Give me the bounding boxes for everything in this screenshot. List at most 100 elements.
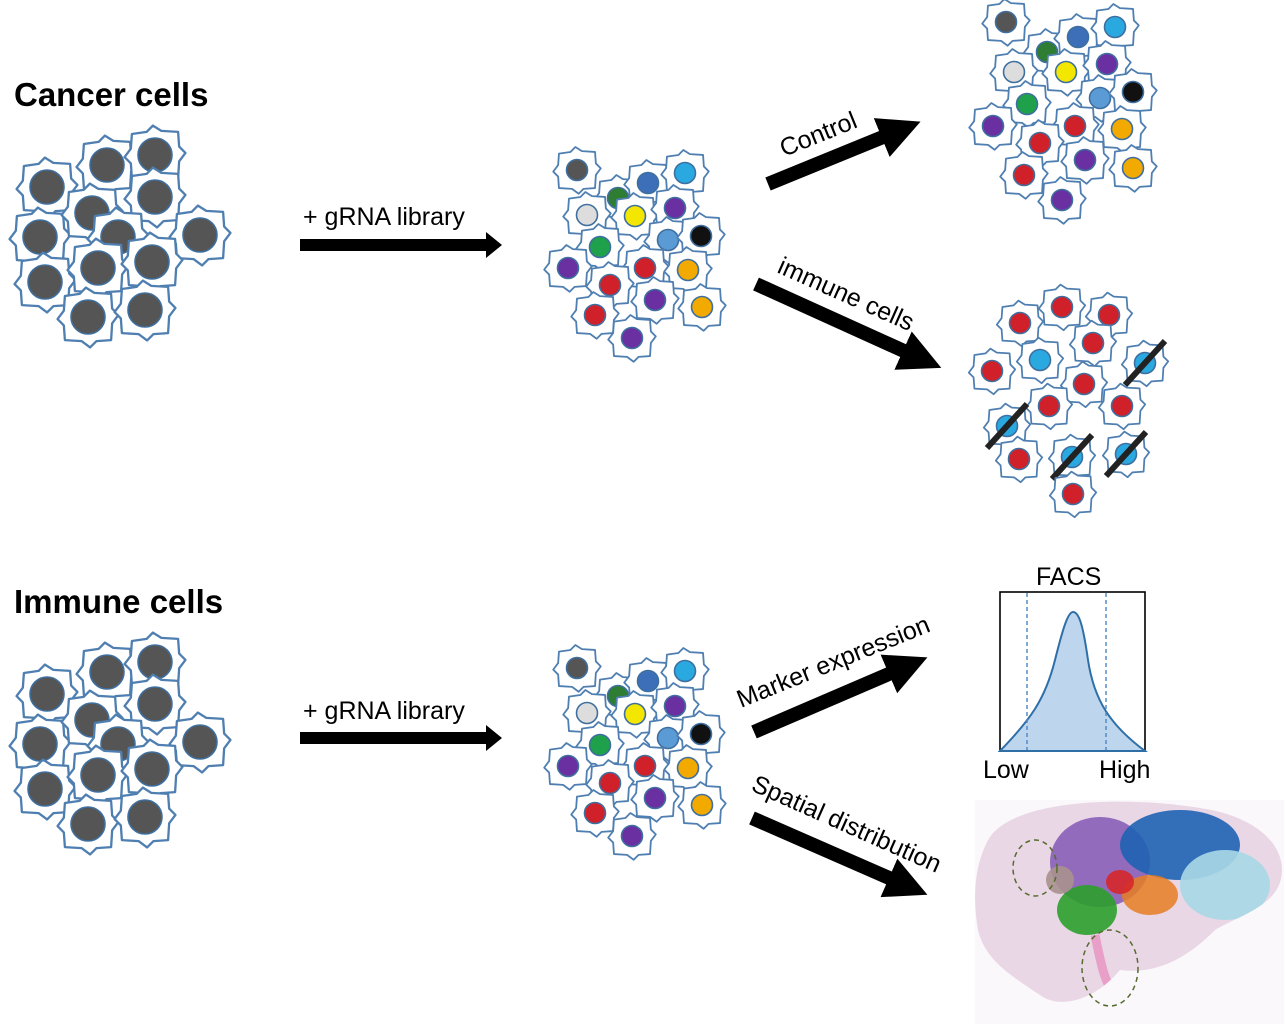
spatial-tissue-map <box>975 800 1284 1024</box>
cell-nucleus <box>127 799 163 835</box>
cell-nucleus <box>1121 80 1145 104</box>
immune-selection-arrow <box>753 277 942 370</box>
facs-title: FACS <box>1036 563 1101 591</box>
cell-nucleus <box>29 676 65 712</box>
cell-nucleus <box>1088 86 1112 110</box>
control-cell-pool <box>968 0 1158 225</box>
cell <box>13 251 77 314</box>
cell-nucleus <box>690 295 714 319</box>
cancer-cell-pool <box>8 124 232 349</box>
cell-nucleus <box>656 726 680 750</box>
cell <box>968 102 1018 151</box>
cell-nucleus <box>1050 295 1074 319</box>
cell-nucleus <box>1002 60 1026 84</box>
cell <box>663 246 713 295</box>
cell <box>570 789 620 838</box>
cell <box>543 244 593 293</box>
dead-cell-strike <box>1103 429 1149 479</box>
cell-nucleus <box>598 771 622 795</box>
cell <box>123 673 187 736</box>
cell <box>113 786 177 849</box>
cell <box>623 159 673 208</box>
cell-nucleus <box>575 701 599 725</box>
spatial-distribution-arrow <box>749 811 928 898</box>
cell <box>623 657 673 706</box>
cell <box>1048 470 1098 519</box>
cell <box>663 744 713 793</box>
cell-nucleus <box>137 686 173 722</box>
cell <box>562 689 612 738</box>
cell <box>676 710 726 759</box>
region-outline-1 <box>1012 839 1058 897</box>
cell-nucleus <box>588 733 612 757</box>
cell-nucleus <box>1015 92 1039 116</box>
cell <box>1120 338 1170 388</box>
cell <box>585 261 635 310</box>
cell-nucleus <box>689 722 713 746</box>
cancer-cells-title: Cancer cells <box>14 76 208 113</box>
cell-nucleus <box>620 824 644 848</box>
cell <box>650 682 700 731</box>
cell-nucleus <box>27 264 63 300</box>
cell-nucleus <box>565 158 589 182</box>
cell <box>75 134 139 197</box>
cell-nucleus <box>1061 482 1085 506</box>
cell <box>1068 319 1118 368</box>
cell <box>1015 336 1065 385</box>
cell-nucleus <box>22 726 58 762</box>
cell-nucleus <box>676 756 700 780</box>
cell-nucleus <box>127 292 163 328</box>
cell-nucleus <box>588 235 612 259</box>
cell <box>15 663 79 726</box>
cell <box>552 644 602 693</box>
cell <box>120 231 184 294</box>
cell <box>1015 119 1065 168</box>
cell <box>1041 48 1091 97</box>
cell <box>676 212 726 261</box>
cell-nucleus <box>1081 331 1105 355</box>
cell-nucleus <box>690 793 714 817</box>
cell <box>677 283 727 332</box>
facs-low-label: Low <box>983 756 1030 784</box>
cell-nucleus <box>656 228 680 252</box>
cell-nucleus <box>134 751 170 787</box>
cell <box>1047 432 1097 482</box>
tissue-cluster-green <box>1057 885 1117 935</box>
cell-nucleus <box>1028 131 1052 155</box>
cell-nucleus <box>1054 60 1078 84</box>
facs-high-label: High <box>1099 756 1150 784</box>
cell <box>1059 360 1109 409</box>
cell <box>1108 68 1158 117</box>
cell-nucleus <box>575 203 599 227</box>
cell <box>610 192 660 241</box>
cell-nucleus <box>633 256 657 280</box>
cell-nucleus <box>994 10 1018 34</box>
cell <box>607 812 657 861</box>
cell-nucleus <box>137 644 173 680</box>
cell <box>75 641 139 704</box>
cell <box>575 223 625 272</box>
cell-nucleus <box>1037 394 1061 418</box>
cell <box>994 435 1044 484</box>
cell-nucleus <box>583 801 607 825</box>
cell-nucleus <box>673 161 697 185</box>
cell-nucleus <box>1028 348 1052 372</box>
cell-nucleus <box>22 219 58 255</box>
cell <box>562 191 612 240</box>
cell-nucleus <box>89 147 125 183</box>
cell-nucleus <box>636 171 660 195</box>
facs-distribution-curve <box>997 610 1149 752</box>
cell-nucleus <box>1007 447 1031 471</box>
cell-nucleus <box>70 299 106 335</box>
cell-nucleus <box>137 137 173 173</box>
cell-nucleus <box>1050 188 1074 212</box>
tissue-cluster-brown <box>1046 866 1074 894</box>
cell-nucleus <box>1008 311 1032 335</box>
cancer-library-arrow <box>300 232 502 258</box>
cell-nucleus <box>636 669 660 693</box>
cell-nucleus <box>598 273 622 297</box>
cell-nucleus <box>643 288 667 312</box>
immune-library-label: + gRNA library <box>303 697 465 725</box>
cell-nucleus <box>1073 148 1097 172</box>
